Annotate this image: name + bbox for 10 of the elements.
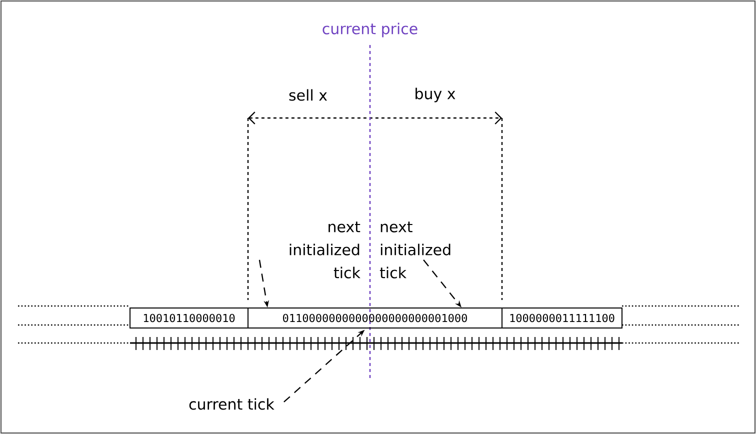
tick-axis-drawing — [130, 336, 622, 350]
annotation-text: next initialized tick — [290, 222, 360, 278]
bitmap-cell: 1000000011111100 — [502, 307, 622, 328]
text-label: buy x — [416, 88, 456, 102]
text-label: sell x — [289, 89, 327, 101]
price-label: current price — [322, 22, 418, 38]
bitmap-cell: 0110000000000000000000001000 — [248, 307, 502, 328]
bitmap-cell: 10010110000010 — [130, 307, 248, 328]
annotation-text: next initialized tick — [380, 222, 450, 278]
annotation-text: current tick — [189, 398, 274, 410]
